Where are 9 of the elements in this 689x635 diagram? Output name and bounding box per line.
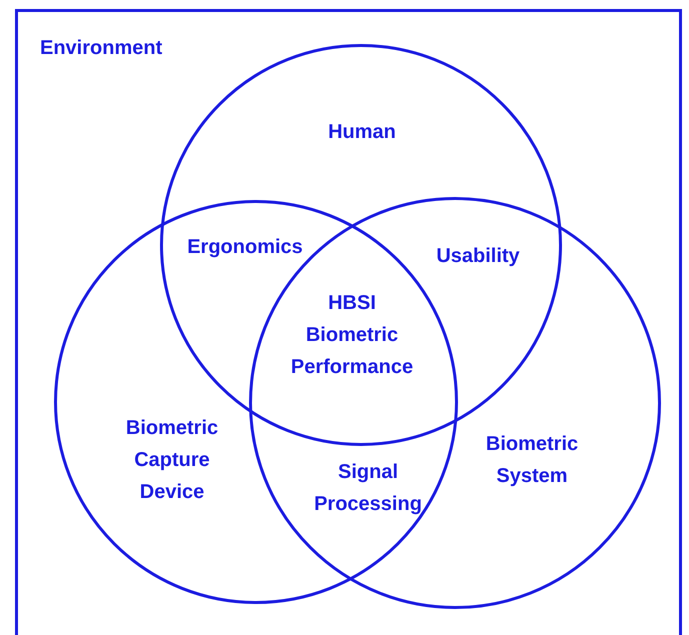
overlap-label: Usability: [436, 244, 520, 269]
frame-title: Environment: [40, 38, 162, 58]
overlap-label: Signal Processing: [314, 460, 422, 517]
environment-frame: [15, 9, 682, 635]
overlap-label: Ergonomics: [187, 235, 303, 260]
overlap-label: HBSI Biometric Performance: [290, 291, 414, 380]
circle-label: Human: [328, 120, 396, 145]
circle-label: Biometric System: [486, 432, 578, 489]
circle-label: Biometric Capture Device: [126, 416, 218, 505]
